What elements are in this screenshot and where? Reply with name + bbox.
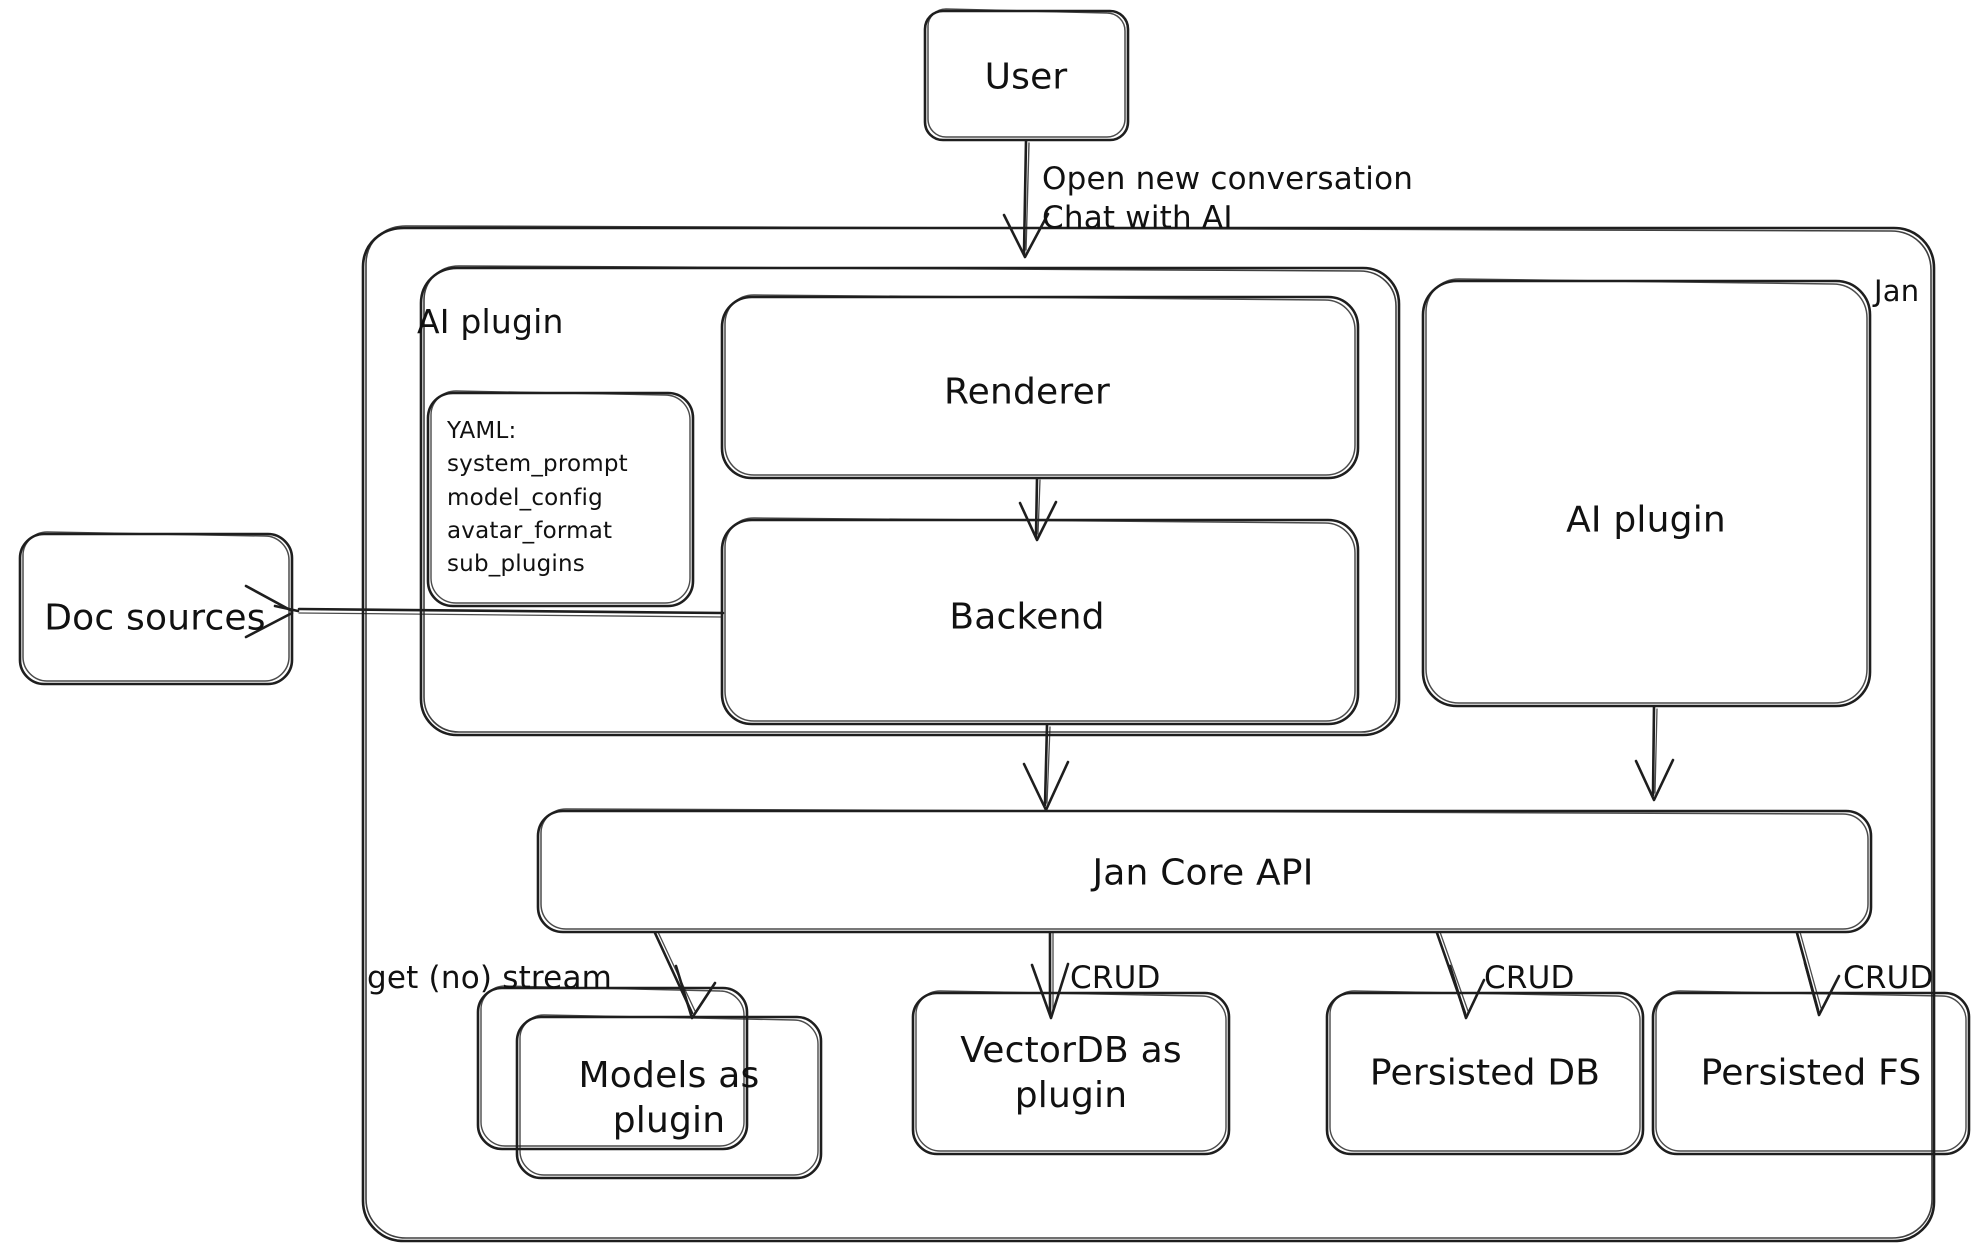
persisted-fs-box-shape [1651, 990, 1971, 1156]
vectordb-plugin-box-shape [911, 990, 1231, 1156]
yaml-card-shape [426, 390, 695, 608]
arrow-backend-to-doc-sources [244, 584, 725, 639]
arrow-core-to-persisted-fs [1795, 931, 1841, 1017]
user-box-shape [923, 8, 1130, 142]
arrow-core-to-models [653, 931, 717, 1020]
models-plugin-back-shape [476, 985, 749, 1151]
jan-core-api-shape [536, 808, 1873, 934]
arrow-ai-plugin-to-core [1634, 705, 1675, 802]
arrow-core-to-persisted-db [1435, 931, 1486, 1020]
persisted-db-box-shape [1325, 990, 1645, 1156]
doc-sources-box-shape [18, 531, 294, 686]
arrow-core-to-vectordb [1030, 931, 1070, 1020]
models-plugin-box-shape [515, 1014, 823, 1180]
ai-plugin-box-shape [1421, 278, 1872, 708]
arrow-backend-to-core [1022, 723, 1070, 812]
outer-container-jan-shape [361, 225, 1936, 1243]
arrow-user-to-renderer [1002, 139, 1050, 259]
arrow-renderer-to-backend [1018, 477, 1058, 542]
renderer-box-shape [720, 294, 1360, 480]
backend-box-shape [720, 517, 1360, 726]
ai-plugin-group-shape [419, 265, 1401, 737]
